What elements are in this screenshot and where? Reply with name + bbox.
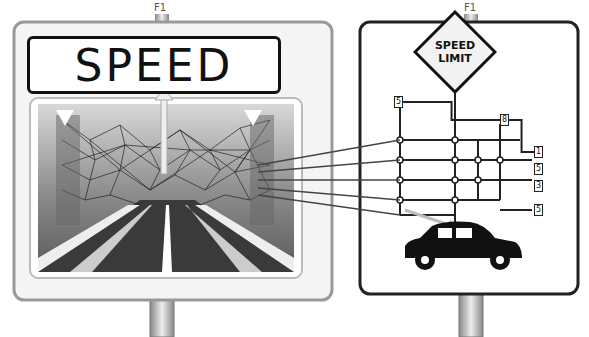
circuit-wire [509, 120, 534, 152]
marker-triangle [244, 110, 262, 126]
pole-label: F1 [154, 2, 166, 13]
building [250, 115, 274, 225]
building [56, 115, 80, 225]
sign-text: SPEED LIMIT [429, 39, 481, 65]
value-box: 5 [534, 204, 543, 216]
callout-number: 5 [396, 97, 401, 107]
value-box: 8 [500, 114, 509, 126]
sign-pole [150, 296, 174, 337]
callout-number: 1 [536, 147, 541, 157]
marker-triangle [56, 110, 74, 126]
callout-number: 5 [536, 205, 541, 215]
arrow-shaft [161, 94, 167, 174]
value-box: 1 [534, 146, 543, 158]
leader-lines [258, 140, 400, 215]
lane-line [70, 205, 152, 272]
callout-number: 5 [536, 164, 541, 174]
sign-pole [459, 292, 483, 337]
value-box: 5 [394, 96, 403, 108]
warning-diamond: SPEED LIMIT [413, 10, 497, 94]
junction-dots [397, 137, 503, 203]
sign-title-box: SPEED [27, 36, 281, 94]
sign-text: SPEED [75, 40, 234, 91]
pole-label: F1 [464, 2, 476, 13]
right-sign-panel [360, 22, 578, 294]
car-icon [405, 222, 522, 271]
value-box: 3 [534, 180, 543, 192]
callout-number: 3 [536, 181, 541, 191]
callout-number: 8 [502, 115, 507, 125]
circuit-wire [403, 102, 500, 120]
circuit-wires [398, 92, 532, 228]
value-box: 5 [534, 163, 543, 175]
lane-line [162, 205, 172, 272]
